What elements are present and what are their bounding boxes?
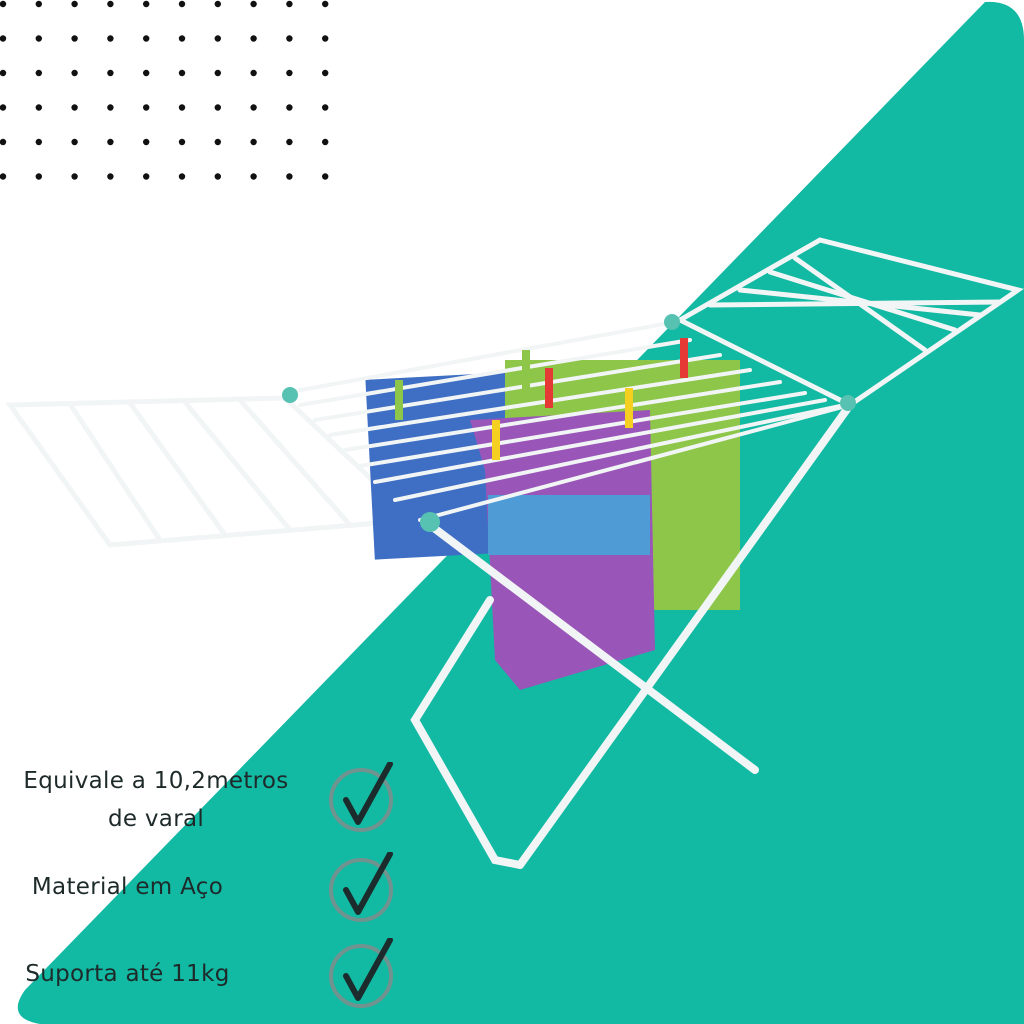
dot <box>35 138 42 146</box>
dot <box>286 173 293 180</box>
dot <box>143 138 150 146</box>
dot <box>0 69 7 77</box>
dot <box>35 35 42 42</box>
dot <box>322 35 329 42</box>
dot <box>322 69 329 77</box>
check-icon <box>329 852 393 922</box>
check-icon <box>329 762 393 832</box>
feature-material: Material em Aço <box>0 868 255 906</box>
dot <box>286 0 293 8</box>
dot <box>35 69 42 77</box>
dot <box>107 104 114 111</box>
dot <box>107 69 114 77</box>
dot <box>250 104 257 111</box>
feature-text: Material em Aço <box>31 874 224 900</box>
dot <box>35 104 42 111</box>
dot <box>35 173 42 180</box>
dot <box>0 138 7 146</box>
drying-rack-image <box>5 237 1024 869</box>
dot <box>322 138 329 146</box>
dot <box>178 173 186 180</box>
dot <box>214 138 221 146</box>
dot <box>322 173 329 180</box>
dot <box>107 173 114 180</box>
dot <box>71 0 78 8</box>
dot <box>143 104 150 111</box>
dot-grid-decoration <box>0 0 329 180</box>
dot <box>286 35 293 42</box>
dot <box>286 104 293 111</box>
dot <box>286 69 293 77</box>
dot <box>0 0 7 8</box>
dot <box>107 35 114 42</box>
dot <box>250 138 257 146</box>
dot <box>143 69 150 77</box>
dot <box>35 0 42 8</box>
feature-clothesline-length: Equivale a 10,2metros de varal <box>0 762 312 838</box>
dot <box>71 35 78 42</box>
feature-capacity: Suporta até 11kg <box>0 955 255 993</box>
dot <box>0 35 7 42</box>
feature-text: de varal <box>107 806 205 832</box>
dot <box>107 0 114 8</box>
dot <box>0 104 7 111</box>
dot <box>143 35 150 42</box>
dot <box>250 0 257 8</box>
dot <box>71 173 78 180</box>
dot <box>214 35 221 42</box>
dot <box>214 173 221 180</box>
dot <box>143 173 150 180</box>
dot <box>214 69 221 77</box>
dot <box>322 104 329 111</box>
dot <box>143 0 150 8</box>
dot <box>107 138 114 146</box>
dot <box>178 35 186 42</box>
dot <box>322 0 329 8</box>
check-icon <box>329 938 393 1008</box>
dot <box>250 35 257 42</box>
dot <box>250 173 257 180</box>
dot <box>178 138 186 146</box>
dot <box>71 69 78 77</box>
dot <box>286 138 293 146</box>
dot <box>71 138 78 146</box>
dot <box>178 104 186 111</box>
dot <box>178 0 186 8</box>
dot <box>214 104 221 111</box>
dot <box>214 0 221 8</box>
dot <box>0 173 7 180</box>
feature-text: Equivale a 10,2metros <box>23 768 289 794</box>
feature-text: Suporta até 11kg <box>25 961 230 987</box>
dot <box>250 69 257 77</box>
dot <box>178 69 186 77</box>
dot <box>71 104 78 111</box>
